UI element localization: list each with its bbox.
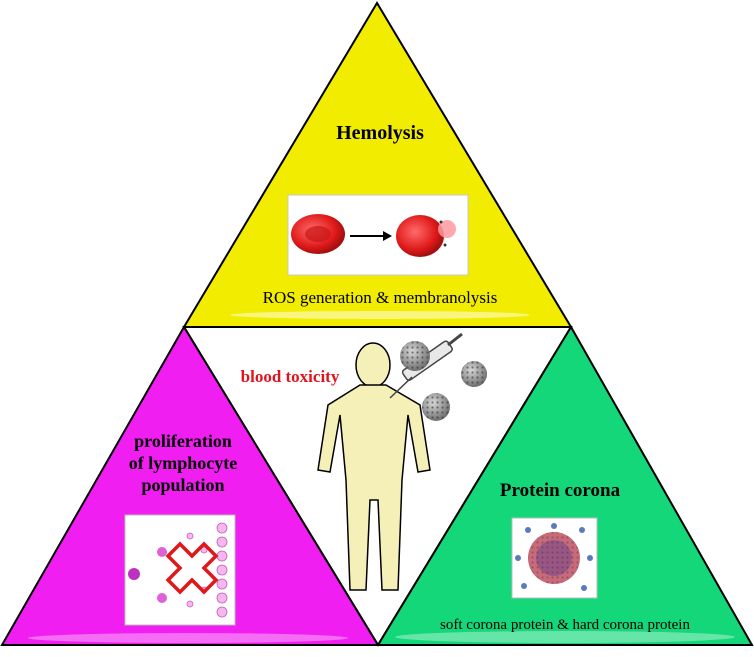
lysed-blood-cell-icon [396,215,444,257]
lymphocyte-mid-2 [157,593,167,603]
lymphocyte-origin-icon [128,568,140,580]
rupture-dot-1 [439,220,443,224]
membrane-rupture-icon [438,220,456,238]
lymphocyte-mid-1 [157,547,167,557]
lymphocyte-panel [0,325,380,646]
hemolysis-caption: ROS generation & membranolysis [262,288,498,307]
lymphocyte-base-highlight [28,633,348,643]
corona-texture [528,532,580,584]
lymphocyte-title-line-1: proliferation [134,431,232,451]
lymphocyte-title-line-2: of lymphocyte [128,453,238,473]
protein-corona-title: Protein corona [499,480,621,501]
human-figure-icon [317,342,431,591]
hemolysis-title: Hemolysis [336,122,424,144]
lymphocyte-title-line-3: population [141,475,225,495]
nanoparticles [400,341,487,421]
protein-corona-caption: soft corona protein & hard corona protei… [440,617,690,633]
blood-toxicity-label: blood toxicity [240,367,340,386]
caption-highlight [230,311,530,319]
corona-proteins [515,523,593,591]
arrow-head-icon [383,231,392,241]
cross-icon [165,541,219,595]
corona-base-highlight [395,631,735,643]
rupture-dot-2 [443,243,447,247]
lymphocyte-title: proliferation of lymphocyte population [108,430,258,496]
protein-corona-panel [376,325,754,646]
red-blood-cell-center [305,226,331,242]
hemolysis-panel [182,1,573,328]
